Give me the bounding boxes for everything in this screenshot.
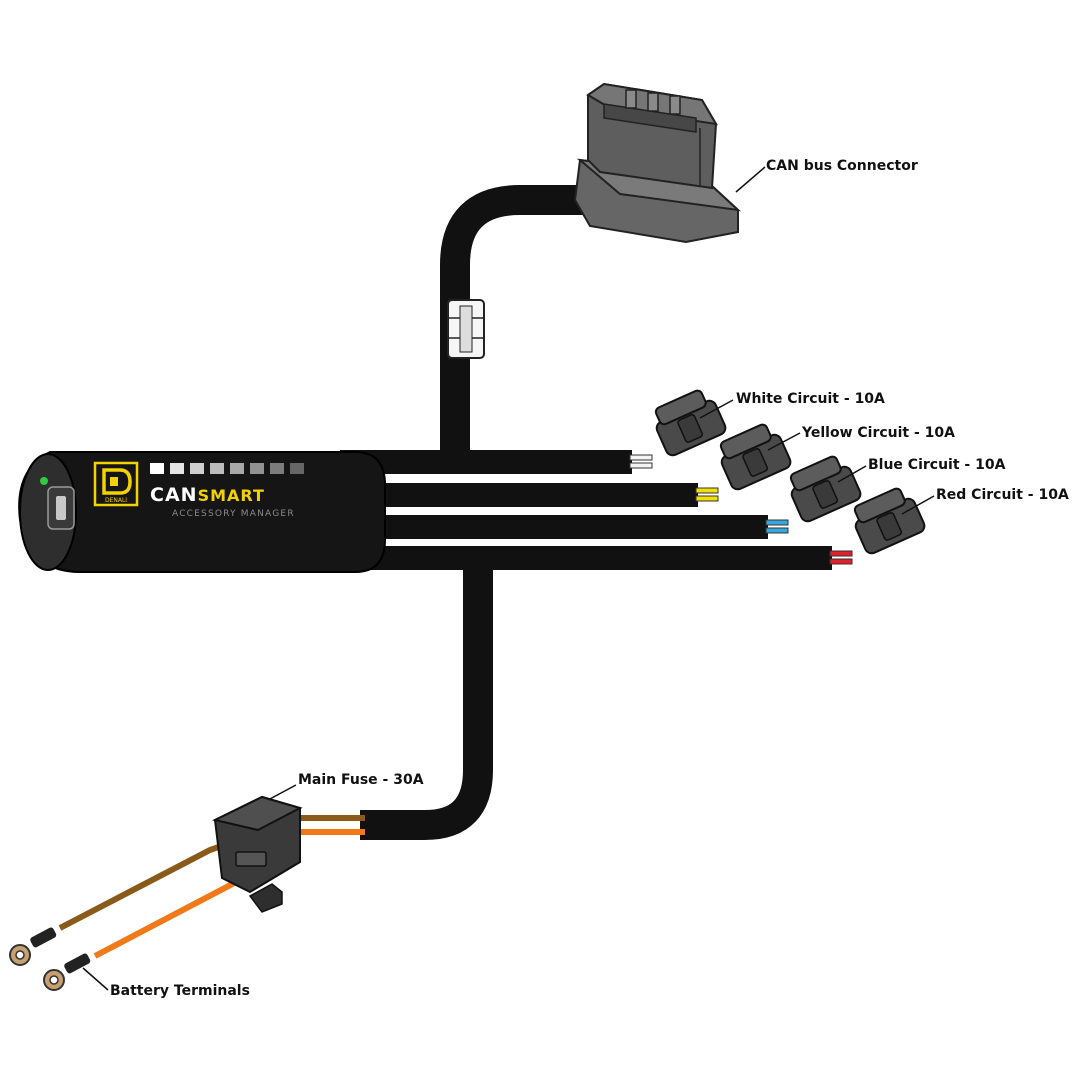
red-leader [901, 495, 935, 515]
can-bus-connector-label: CAN bus Connector [766, 158, 918, 174]
denali-brand-text: DENALI [105, 497, 127, 504]
yellow-circuit-cable [340, 483, 698, 507]
ring-terminal-orange [43, 953, 91, 991]
level-indicator [150, 463, 304, 474]
main-fuse-label: Main Fuse - 30A [298, 772, 424, 788]
red-circuit-connector [853, 487, 926, 555]
inline-clip [447, 299, 485, 359]
battery-leader [82, 967, 109, 991]
blue-circuit-connector [789, 455, 862, 523]
blue-circuit-label: Blue Circuit - 10A [868, 457, 1006, 473]
battery-cable [360, 565, 493, 840]
cansmart-name-part2: SMART [198, 486, 265, 505]
red-circuit-label: Red Circuit - 10A [936, 487, 1069, 503]
cansmart-module: DENALI CANSMART ACCESSORY MANAGER [18, 451, 386, 573]
white-wire-ends [629, 454, 653, 469]
yellow-leader [767, 432, 801, 451]
main-fuse [212, 795, 303, 913]
blue-circuit-cable [340, 515, 768, 539]
can-bus-leader [735, 166, 766, 193]
can-bus-cable [440, 185, 635, 455]
can-bus-connector [573, 82, 742, 244]
yellow-wire-ends [695, 487, 719, 502]
red-circuit-cable [340, 546, 832, 570]
white-circuit-label: White Circuit - 10A [736, 391, 885, 407]
fuse-leader [267, 784, 297, 801]
blue-wire-ends [765, 519, 789, 534]
status-led [40, 477, 48, 485]
yellow-circuit-connector [719, 423, 792, 491]
blue-leader [837, 465, 867, 483]
white-leader [699, 399, 734, 419]
white-circuit-cable [340, 450, 632, 474]
cansmart-name-part1: CAN [150, 484, 198, 506]
battery-terminals-label: Battery Terminals [110, 983, 250, 999]
red-wire-ends [829, 550, 853, 565]
yellow-circuit-label: Yellow Circuit - 10A [802, 425, 955, 441]
cansmart-name: CANSMART [150, 484, 265, 506]
white-circuit-connector [654, 389, 727, 457]
ring-terminal-brown [9, 927, 57, 966]
accessory-manager-subtitle: ACCESSORY MANAGER [172, 509, 295, 519]
